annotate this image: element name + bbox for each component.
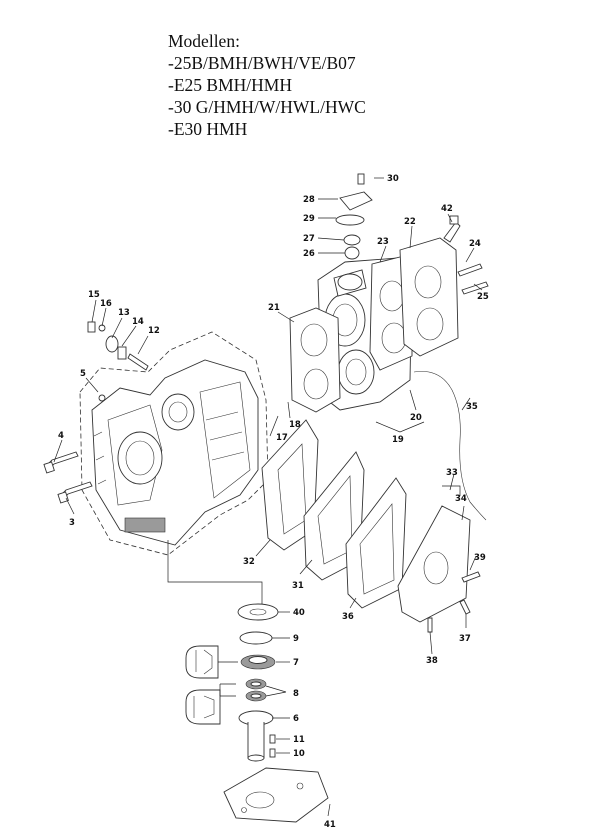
callout-10: 10	[293, 749, 305, 759]
callout-36: 36	[342, 612, 354, 622]
cable-35	[413, 371, 487, 521]
callout-15: 15	[88, 290, 100, 300]
callout-14: 14	[132, 317, 144, 327]
o-ring-9	[239, 631, 273, 645]
callout-8: 8	[293, 689, 299, 699]
callout-5: 5	[80, 369, 86, 379]
detail-inset-7	[185, 645, 238, 679]
callout-16: 16	[100, 299, 112, 309]
cylinder-block	[79, 331, 269, 556]
model-line-4: -E30 HMH	[168, 119, 248, 139]
callout-13: 13	[118, 308, 130, 318]
callout-12: 12	[148, 326, 160, 336]
leader-lines	[53, 177, 483, 817]
bearing-8	[245, 678, 267, 702]
gasket-41	[223, 767, 329, 823]
callout-27: 27	[303, 234, 315, 244]
small-parts-12-16	[87, 321, 149, 371]
callout-20: 20	[410, 413, 422, 423]
callout-30: 30	[387, 174, 399, 184]
callout-41: 41	[324, 820, 336, 830]
callout-33: 33	[446, 468, 458, 478]
detail-inset-8	[185, 683, 236, 725]
callout-34: 34	[455, 494, 467, 504]
bolts-37-38-39	[427, 571, 481, 633]
callout-42: 42	[441, 204, 453, 214]
callout-18: 18	[289, 420, 301, 430]
model-list: Modellen: -25B/BMH/BWH/VE/B07 -E25 BMH/H…	[168, 30, 366, 140]
callout-24: 24	[469, 239, 481, 249]
callout-29: 29	[303, 214, 315, 224]
thermostat-stack	[335, 173, 373, 260]
callout-4: 4	[58, 431, 64, 441]
callout-22: 22	[404, 217, 416, 227]
callout-17: 17	[276, 433, 288, 443]
callout-19: 19	[392, 435, 404, 445]
model-heading: Modellen:	[168, 31, 240, 51]
callout-21: 21	[268, 303, 280, 313]
callouts: 30 28 29 27 26 42 22 23 24 25 21 15 16 1…	[58, 174, 489, 830]
callout-9: 9	[293, 634, 299, 644]
callout-23: 23	[377, 237, 389, 247]
model-line-1: -25B/BMH/BWH/VE/B07	[168, 53, 356, 73]
callout-3: 3	[69, 518, 75, 528]
callout-32: 32	[243, 557, 255, 567]
exhaust-cover-33	[397, 505, 471, 623]
callout-11: 11	[293, 735, 305, 745]
bolt-4	[43, 451, 79, 474]
model-line-2: -E25 BMH/HMH	[168, 75, 292, 95]
callout-35: 35	[466, 402, 478, 412]
pins-10-11	[269, 734, 276, 758]
head-gasket-21	[289, 307, 341, 413]
bolts-24-25	[457, 263, 489, 295]
callout-37: 37	[459, 634, 471, 644]
seal-40	[237, 603, 279, 621]
oil-seal-7	[240, 654, 276, 670]
sensor-42	[443, 215, 461, 243]
bolt-3	[57, 481, 93, 504]
callout-40: 40	[293, 608, 305, 618]
callout-26: 26	[303, 249, 315, 259]
housing-6	[238, 710, 274, 762]
callout-6: 6	[293, 714, 299, 724]
callout-25: 25	[477, 292, 489, 302]
outer-cover-22	[399, 237, 459, 357]
model-line-3: -30 G/HMH/W/HWL/HWC	[168, 97, 366, 117]
callout-7: 7	[293, 658, 299, 668]
callout-31: 31	[292, 581, 304, 591]
callout-38: 38	[426, 656, 438, 666]
callout-39: 39	[474, 553, 486, 563]
callout-28: 28	[303, 195, 315, 205]
